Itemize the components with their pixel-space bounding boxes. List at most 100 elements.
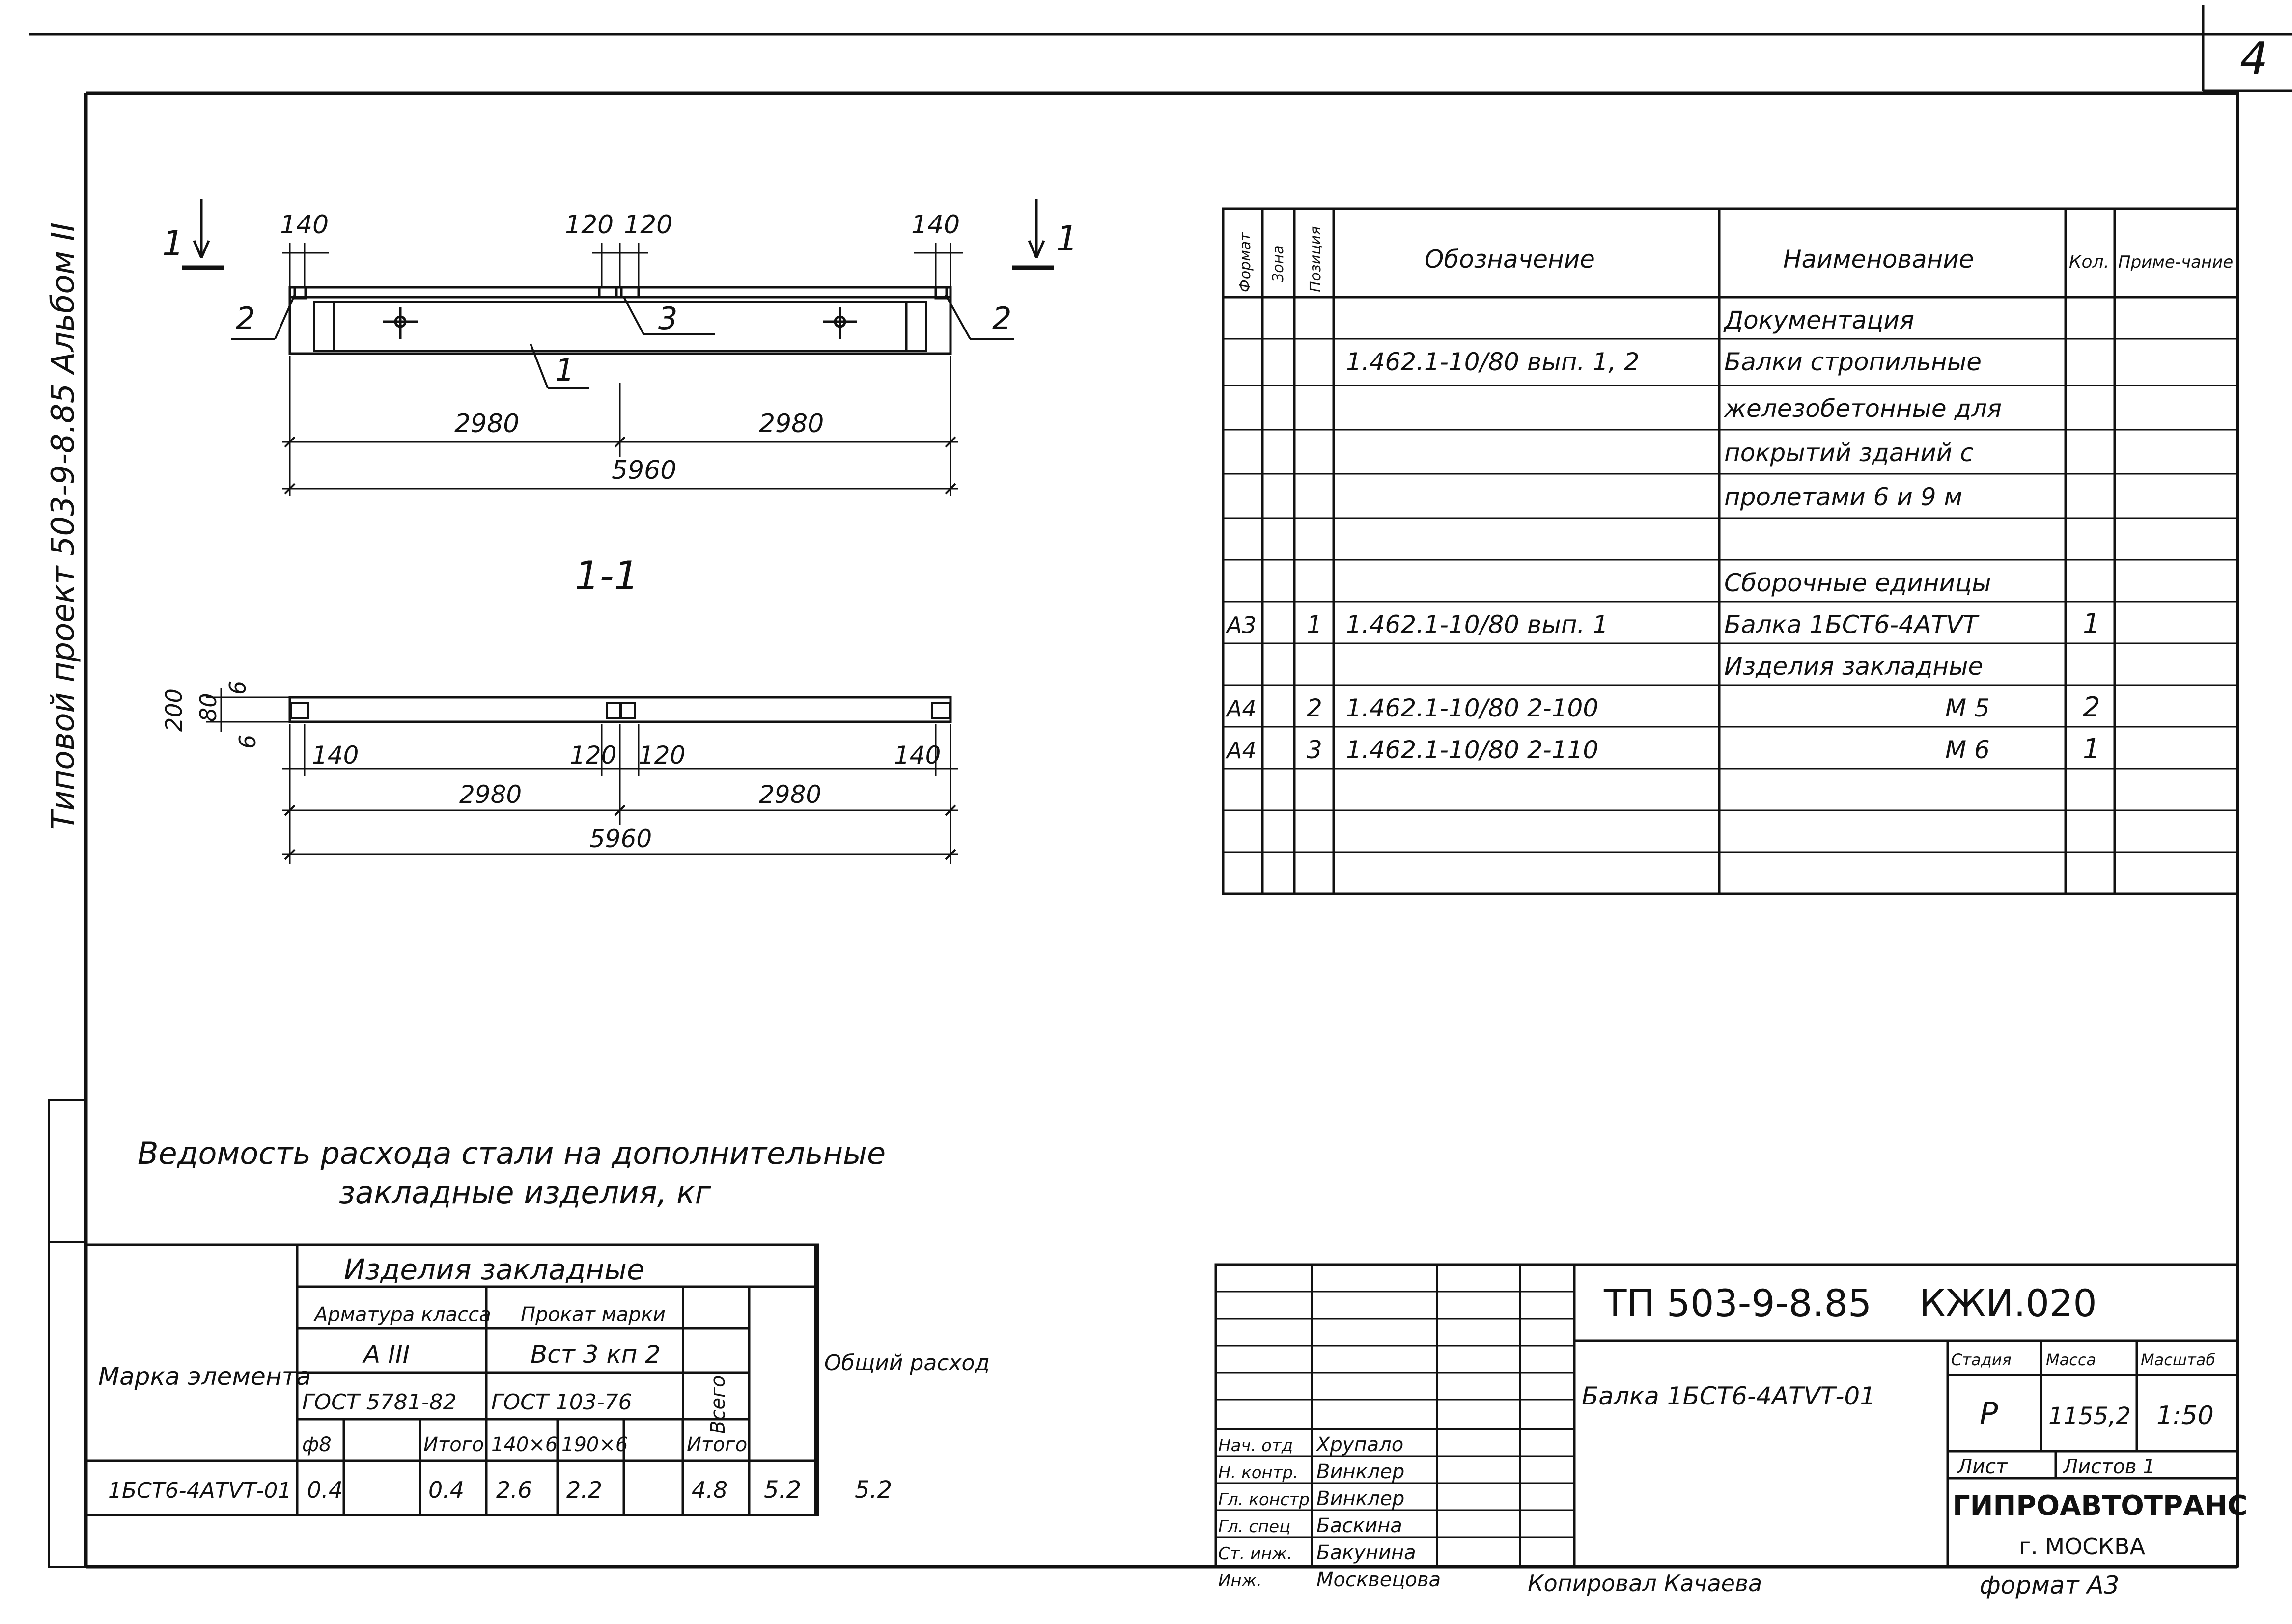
spec-cell-name: Балки стропильные (1724, 348, 1982, 376)
beam-section-view (206, 688, 958, 864)
plan-span-left: 2980 (459, 780, 522, 809)
side-label: Типовой проект 503-9-8.85 Альбом II (45, 222, 82, 830)
spec-cell-name: покрытий зданий с (1724, 439, 1974, 467)
plan-dim-side-4: 6 (234, 735, 261, 749)
spec-cell-designation: 1.462.1-10/80 2-100 (1346, 694, 1598, 722)
section-title: 1-1 (575, 553, 639, 599)
sheet-frame (29, 5, 2292, 1569)
steel-subheader-cell: Итого (423, 1433, 484, 1456)
stamp-person-name: Бакунина (1316, 1541, 1416, 1564)
spec-cell-format: А3 (1225, 612, 1257, 638)
spec-cell-qty: 1 (2083, 608, 2100, 640)
steel-row-total: 5.2 (764, 1476, 801, 1504)
stamp-person-role: Нач. отд (1218, 1436, 1293, 1456)
dim-span-right: 2980 (759, 409, 824, 439)
plan-dim-side-1: 200 (161, 688, 187, 732)
stamp-scale: 1:50 (2156, 1401, 2214, 1431)
steel-header-mark: Марка элемента (98, 1362, 311, 1391)
stamp-org: ГИПРОАВТОТРАНС (1953, 1490, 2247, 1522)
dim-span-left: 2980 (454, 409, 519, 439)
section-mark-right: 1 (1056, 219, 1078, 259)
spec-grid (1222, 207, 2239, 895)
spec-cell-name: М 5 (1945, 694, 1990, 722)
steel-subheader-cell: ф8 (302, 1433, 332, 1456)
title-block-grid (1214, 1263, 2239, 1568)
spec-cell-designation: 1.462.1-10/80 вып. 1, 2 (1346, 348, 1640, 376)
steel-caption-line1: Ведомость расхода стали на дополнительны… (138, 1135, 886, 1171)
steel-header-rebar-gost: ГОСТ 5781-82 (302, 1390, 457, 1415)
stamp-person-role: Гл. спец (1218, 1517, 1290, 1537)
spec-header-qty: Кол. (2069, 252, 2109, 272)
section-mark-left: 1 (162, 223, 184, 264)
steel-row-cell: 0.4 (428, 1477, 464, 1503)
beam-section-labels: 200 80 6 6 140 120 120 140 2980 2980 596… (161, 681, 941, 853)
spec-cell-name: пролетами 6 и 9 м (1724, 483, 1962, 511)
plan-dim-top-3: 120 (639, 741, 685, 770)
stamp-person-name: Винклер (1316, 1460, 1404, 1483)
steel-row-overall: 5.2 (855, 1476, 892, 1504)
spec-header-format: Формат (1237, 232, 1254, 292)
spec-cell-position: 1 (1307, 610, 1322, 639)
spec-cell-position: 3 (1307, 736, 1322, 764)
steel-table: Изделия закладные Арматура класса Прокат… (84, 1243, 990, 1516)
beam-elevation (182, 199, 1054, 496)
spec-table: Формат Зона Позиция Обозначение Наименов… (1222, 207, 2239, 895)
callout-2-left: 2 (236, 301, 255, 336)
stamp-person-role: Н. контр. (1218, 1463, 1298, 1483)
spec-cell-designation: 1.462.1-10/80 2-110 (1346, 736, 1598, 764)
steel-header: Изделия закладные Арматура класса Прокат… (98, 1253, 990, 1434)
spec-cell-designation: 1.462.1-10/80 вып. 1 (1346, 610, 1608, 639)
dim-span-total: 5960 (612, 456, 676, 485)
stamp-person-name: Винклер (1316, 1487, 1404, 1510)
stamp-sheets-label: Листов 1 (2062, 1456, 2155, 1478)
stamp-scale-label: Масштаб (2141, 1350, 2215, 1369)
plan-span-right: 2980 (759, 780, 821, 809)
spec-cell-name: М 6 (1945, 736, 1990, 764)
stamp-mass-label: Масса (2046, 1350, 2096, 1369)
plan-dim-top-4: 140 (894, 741, 941, 770)
spec-header-position: Позиция (1307, 226, 1324, 292)
steel-header-total: Всего (707, 1375, 729, 1434)
callout-3: 3 (658, 301, 677, 336)
spec-cell-format: А4 (1225, 695, 1257, 722)
spec-header-note: Приме-чание (2118, 252, 2233, 272)
stamp-person-name: Хрупало (1315, 1433, 1403, 1456)
plan-dim-side-3: 6 (224, 681, 251, 695)
dim-top-4: 140 (911, 210, 960, 240)
sheet-number: 4 (2240, 33, 2268, 84)
spec-cell-name: Сборочные единицы (1724, 569, 1991, 597)
plan-dim-top-2: 120 (570, 741, 616, 770)
footer-copied: Копировал Качаева (1528, 1570, 1762, 1596)
steel-header-rolled-grade: Вст 3 кп 2 (531, 1340, 661, 1369)
steel-header-group: Изделия закладные (344, 1253, 644, 1286)
steel-header-rolled-gost: ГОСТ 103-76 (491, 1390, 632, 1415)
steel-row-cell: 0.4 (307, 1477, 343, 1503)
steel-header-rolled: Прокат марки (521, 1303, 666, 1326)
spec-cell-qty: 1 (2083, 733, 2100, 765)
callout-1: 1 (555, 352, 574, 388)
steel-subheader-cell: 140×6 (491, 1433, 558, 1456)
stamp-mass: 1155,2 (2048, 1403, 2131, 1430)
steel-header-overall: Общий расход (824, 1350, 990, 1376)
stamp-city: г. МОСКВА (2019, 1533, 2146, 1560)
stamp-person-role: Гл. констр (1218, 1490, 1310, 1510)
footer-format: формат А3 (1980, 1571, 2119, 1599)
stamp-person-name: Баскина (1316, 1514, 1402, 1537)
plan-dim-side-2: 80 (195, 693, 222, 722)
dim-top-3: 120 (624, 210, 672, 240)
plan-span-total: 5960 (589, 825, 652, 853)
steel-row-mark: 1БСТ6-4АТVТ-01 (108, 1478, 291, 1503)
steel-row-cell: 2.6 (496, 1477, 532, 1503)
steel-header-rebar: Арматура класса (313, 1303, 491, 1326)
spec-header-zone: Зона (1270, 245, 1287, 282)
callout-2-right: 2 (992, 301, 1011, 336)
title-block: ТП 503-9-8.85 КЖИ.020 Балка 1БСТ6-4АТVТ-… (1214, 1263, 2247, 1591)
spec-cell-position: 2 (1307, 694, 1322, 722)
beam-inner-channel (313, 301, 927, 352)
steel-subheader-cell: 190×6 (561, 1433, 628, 1456)
stamp-person-role: Инж. (1218, 1571, 1262, 1591)
